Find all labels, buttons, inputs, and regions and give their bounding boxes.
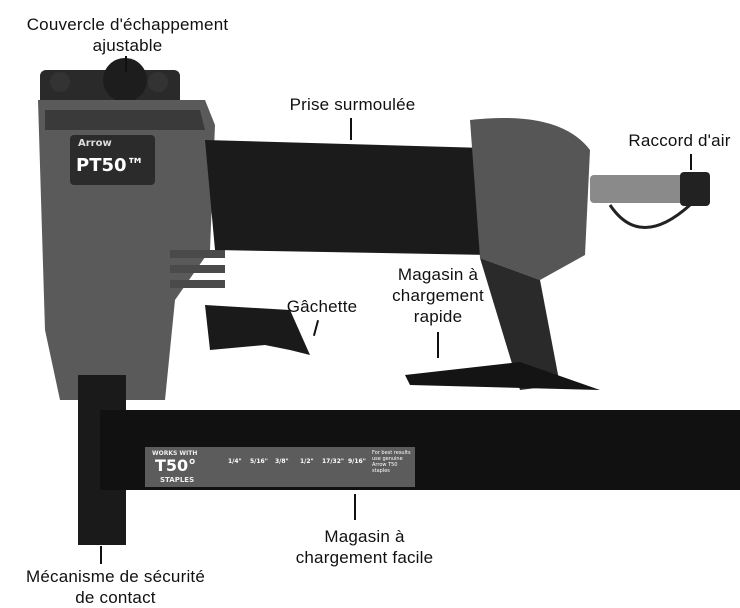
- staples-text: STAPLES: [160, 476, 195, 484]
- leader-air: [690, 154, 692, 170]
- brand-plate: [70, 135, 155, 185]
- staple-type-text: T50°: [155, 456, 197, 475]
- leader-grip: [350, 118, 352, 140]
- rear-housing: [470, 118, 590, 280]
- rear-arm: [480, 258, 560, 390]
- trigger-shape: [205, 305, 310, 355]
- label-air: Raccord d'air: [628, 131, 731, 150]
- leader-quickload: [437, 332, 439, 358]
- label-easyload: Magasin à chargement facile: [295, 527, 434, 567]
- leader-easyload: [354, 494, 356, 520]
- label-grip: Prise surmoulée: [289, 95, 416, 114]
- brand-text: Arrow: [78, 138, 112, 149]
- label-trigger: Gâchette: [286, 297, 358, 316]
- staple-note: For best results use genuine Arrow T50 s…: [372, 450, 411, 474]
- leader-exhaust: [125, 56, 127, 72]
- label-safety: Mécanisme de sécurité de contact: [26, 567, 205, 607]
- overmolded-grip: [205, 140, 490, 255]
- staple-size-4: 1/2": [300, 458, 314, 465]
- label-quickload: Magasin à chargement rapide: [392, 265, 484, 326]
- works-with-text: WORKS WITH: [152, 450, 198, 457]
- label-exhaust: Couvercle d'échappement ajustable: [26, 15, 229, 55]
- exhaust-knob: [103, 58, 147, 102]
- quick-load-lever: [405, 362, 600, 390]
- staple-size-3: 3/8": [275, 458, 289, 465]
- staple-size-1: 1/4": [228, 458, 242, 465]
- staple-size-5: 17/32": [322, 458, 345, 465]
- staple-size-2: 5/16": [250, 458, 268, 465]
- model-text: PT50™: [76, 155, 145, 176]
- leader-safety: [100, 546, 102, 564]
- air-fitting: [590, 175, 695, 203]
- staple-size-6: 9/16": [348, 458, 366, 465]
